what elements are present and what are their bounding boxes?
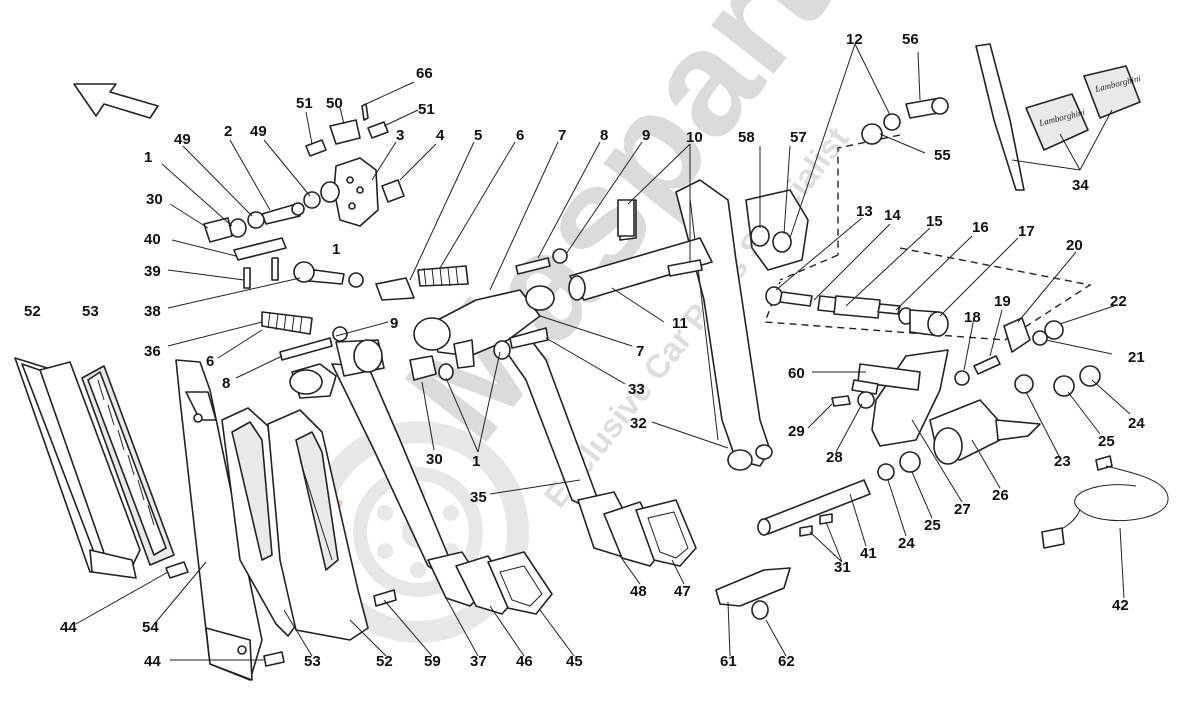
callout-18: 18 — [964, 309, 981, 326]
callout-28: 28 — [826, 449, 843, 466]
callout-25: 25 — [1098, 433, 1115, 450]
callout-38: 38 — [144, 303, 161, 320]
callout-42: 42 — [1112, 597, 1129, 614]
callout-8b: 8 — [222, 375, 230, 392]
callout-44: 44 — [60, 619, 77, 636]
callout-41: 41 — [860, 545, 877, 562]
callout-10: 10 — [686, 129, 703, 146]
callout-57: 57 — [790, 129, 807, 146]
callout-8: 8 — [600, 127, 608, 144]
callout-7: 7 — [558, 127, 566, 144]
small-hardware-right — [750, 97, 1064, 386]
callout-30b: 30 — [426, 451, 443, 468]
small-hardware-upper — [203, 103, 635, 381]
callout-39: 39 — [144, 263, 161, 280]
callout-62: 62 — [778, 653, 795, 670]
callout-16: 16 — [972, 219, 989, 236]
callout-25b: 25 — [924, 517, 941, 534]
callout-56: 56 — [902, 31, 919, 48]
callout-17: 17 — [1018, 223, 1035, 240]
callout-9: 9 — [642, 127, 650, 144]
callout-31: 31 — [834, 559, 851, 576]
callout-4: 4 — [436, 127, 445, 144]
pedal-covers-set: Lamborghini Lamborghini — [975, 43, 1142, 191]
callout-7b: 7 — [636, 343, 644, 360]
callout-3: 3 — [396, 127, 404, 144]
callout-60: 60 — [788, 365, 805, 382]
callout-47: 47 — [674, 583, 691, 600]
callout-12: 12 — [846, 31, 863, 48]
trim-panels-left — [14, 357, 175, 579]
lower-shaft-assembly — [715, 479, 871, 620]
callout-5: 5 — [474, 127, 482, 144]
leader-lines — [75, 43, 1131, 661]
callout-66: 66 — [416, 65, 433, 82]
callout-20: 20 — [1066, 237, 1083, 254]
callout-34: 34 — [1072, 177, 1089, 194]
callout-49: 49 — [174, 131, 191, 148]
callout-24b: 24 — [898, 535, 915, 552]
callout-32: 32 — [630, 415, 647, 432]
callout-48: 48 — [630, 583, 647, 600]
callout-9b: 9 — [390, 315, 398, 332]
callout-19: 19 — [994, 293, 1011, 310]
callout-6b: 6 — [206, 353, 214, 370]
callout-45: 45 — [566, 653, 583, 670]
callout-1c: 1 — [472, 453, 480, 470]
callout-51: 51 — [296, 95, 313, 112]
callout-52: 52 — [24, 303, 41, 320]
callout-29: 29 — [788, 423, 805, 440]
callout-54: 54 — [142, 619, 159, 636]
callout-26: 26 — [992, 487, 1009, 504]
callout-2: 2 — [224, 123, 232, 140]
screws-lower — [165, 561, 397, 667]
callout-30: 30 — [146, 191, 163, 208]
callout-23: 23 — [1054, 453, 1071, 470]
callout-46: 46 — [516, 653, 533, 670]
callout-14: 14 — [884, 207, 901, 224]
pedal-trim-covers — [221, 407, 369, 641]
callout-13: 13 — [856, 203, 873, 220]
callout-40: 40 — [144, 231, 161, 248]
callout-21: 21 — [1128, 349, 1145, 366]
callout-11: 11 — [672, 315, 688, 332]
callout-61: 61 — [720, 653, 737, 670]
callout-52b: 52 — [376, 653, 393, 670]
pedal-arms — [289, 285, 697, 615]
callout-33: 33 — [628, 381, 645, 398]
callout-53: 53 — [82, 303, 99, 320]
callout-53b: 53 — [304, 653, 321, 670]
callout-35: 35 — [470, 489, 487, 506]
callout-59: 59 — [424, 653, 441, 670]
callout-51b: 51 — [418, 101, 435, 118]
callout-1: 1 — [144, 149, 152, 166]
callout-55: 55 — [934, 147, 951, 164]
callout-27: 27 — [954, 501, 971, 518]
callout-36: 36 — [144, 343, 161, 360]
callout-1b: 1 — [332, 241, 340, 258]
dashed-group-outline-right — [764, 247, 1092, 341]
callout-50: 50 — [326, 95, 343, 112]
pedal-box-pillar — [175, 359, 263, 681]
dashed-group-outline-upper — [779, 134, 901, 281]
callout-6: 6 — [516, 127, 524, 144]
direction-arrow-icon — [73, 83, 159, 119]
callout-44b: 44 — [144, 653, 161, 670]
callout-22: 22 — [1110, 293, 1127, 310]
throttle-sensor-assembly — [831, 349, 1101, 481]
sensor-cable — [1041, 455, 1169, 549]
callout-49b: 49 — [250, 123, 267, 140]
callout-labels: 12 56 66 51 50 51 55 1 49 2 49 3 4 5 6 7… — [24, 31, 1145, 670]
callout-24: 24 — [1128, 415, 1145, 432]
callout-58: 58 — [738, 129, 755, 146]
callout-15: 15 — [926, 213, 943, 230]
callout-37: 37 — [470, 653, 487, 670]
